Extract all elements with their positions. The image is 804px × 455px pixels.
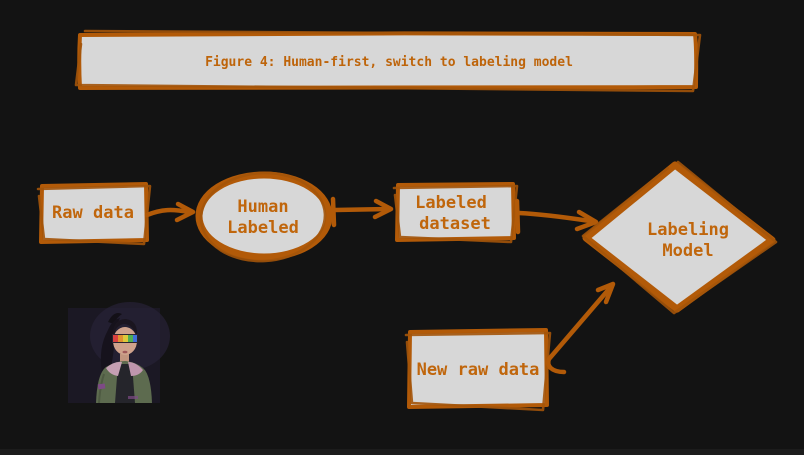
new-raw-data-label: New raw data <box>417 360 540 380</box>
avatar-lips <box>122 350 128 354</box>
title-box: Figure 4: Human-first, switch to labelin… <box>74 29 702 93</box>
avatar-purple-patch <box>97 383 106 390</box>
avatar-ponytail-top <box>108 313 122 324</box>
labeled-dataset-line1: Labeled <box>415 193 487 213</box>
person-avatar <box>68 302 170 404</box>
node-labeling-model: Labeling Model <box>581 160 778 315</box>
avatar-collar-right <box>128 362 143 376</box>
node-human-labeled: Human Labeled <box>195 171 333 263</box>
avatar-hair <box>112 319 138 336</box>
raw-data-label: Raw data <box>52 203 134 223</box>
node-new-raw-data: New raw data <box>404 328 552 412</box>
title-text: Figure 4: Human-first, switch to labelin… <box>205 55 573 70</box>
labeling-model-line2: Model <box>662 241 713 261</box>
avatar-shirt <box>115 364 135 403</box>
human-labeled-line1: Human <box>237 197 288 217</box>
arrow-rawdata-to-humanlabeled <box>144 201 196 223</box>
labeling-model-line1: Labeling <box>647 220 729 240</box>
labeled-dataset-line2: dataset <box>419 214 491 234</box>
arrow-newrawdata-to-labelingmodel <box>546 281 616 375</box>
bottom-edge-strip <box>0 449 804 455</box>
node-raw-data: Raw data <box>36 182 152 246</box>
avatar-rainbow-glasses <box>112 334 138 343</box>
avatar-purple-trim <box>128 396 138 399</box>
human-labeled-line2: Labeled <box>227 218 299 238</box>
arrow-labeleddataset-to-labelingmodel <box>514 198 599 235</box>
avatar-ponytail <box>100 318 120 376</box>
avatar-collar-left <box>106 361 122 376</box>
arrow-humanlabeled-to-labeleddataset <box>330 196 394 228</box>
node-labeled-dataset: Labeled dataset <box>392 182 519 244</box>
